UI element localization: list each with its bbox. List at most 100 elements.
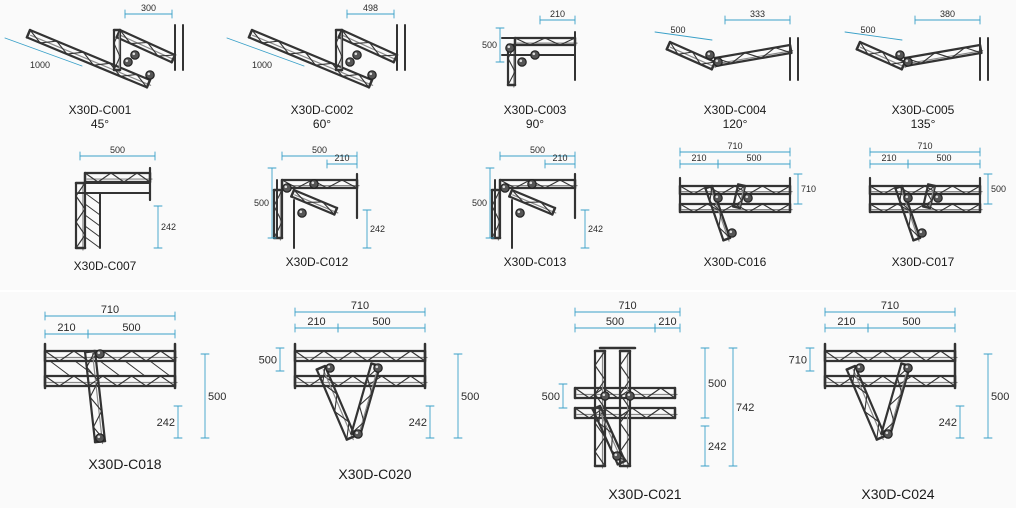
truss-chord — [28, 28, 152, 82]
truss-lacing — [334, 393, 338, 413]
truss-chord — [119, 34, 177, 61]
truss-chord — [903, 43, 982, 60]
truss-lacing — [882, 350, 898, 362]
truss-end — [551, 206, 557, 216]
dimension-label: 500 — [461, 391, 479, 403]
truss-chord — [290, 195, 336, 216]
truss-lacing — [925, 375, 942, 387]
dimension-label: 210 — [658, 316, 676, 328]
truss-chord — [905, 51, 983, 67]
product-angle: 60° — [312, 116, 332, 131]
product-angle: 120° — [722, 116, 748, 131]
truss-lacing — [39, 40, 58, 44]
truss-lacing — [136, 172, 151, 183]
truss-lacing — [75, 221, 86, 236]
truss-lacing — [934, 52, 952, 59]
dimension-label: 333 — [750, 9, 765, 19]
truss-chord — [30, 34, 152, 86]
truss-lacing — [838, 375, 855, 387]
truss-lacing — [899, 185, 903, 202]
truss-lacing — [145, 350, 162, 362]
truss-chord — [713, 43, 792, 60]
dimension-line — [4, 37, 83, 67]
product-code: X30D-C016 — [703, 255, 767, 269]
truss-node — [95, 433, 105, 443]
truss-lacing — [82, 51, 95, 66]
truss-lacing — [89, 380, 99, 398]
dimension-label: 500 — [208, 391, 226, 403]
truss-lacing — [735, 185, 746, 193]
dimension-label: 210 — [881, 153, 896, 163]
dimension-label: 242 — [409, 417, 427, 429]
dimension-label: 500 — [122, 322, 140, 334]
truss-lacing — [774, 47, 792, 54]
dimension-label: 500 — [708, 378, 726, 390]
truss-chord — [704, 187, 725, 242]
truss-end — [704, 184, 714, 190]
product-code: X30D-C024 — [861, 486, 935, 502]
truss-lacing — [315, 62, 333, 66]
truss-lacing — [922, 200, 933, 207]
truss-lacing — [748, 203, 764, 213]
truss-node-highlight — [529, 181, 533, 185]
truss-lacing — [86, 350, 96, 368]
truss-lacing — [775, 185, 791, 195]
truss-lacing — [49, 360, 71, 377]
truss-node — [713, 193, 723, 203]
truss-node-highlight — [97, 435, 101, 439]
truss-node-highlight — [355, 431, 359, 435]
dimension-label: 242 — [161, 222, 176, 232]
truss-chord — [292, 188, 339, 210]
truss-node-highlight — [897, 52, 901, 56]
truss-chord — [323, 364, 357, 438]
truss-lacing — [594, 379, 606, 395]
truss-lacing — [925, 191, 933, 202]
truss-lacing — [129, 41, 149, 45]
truss-lacing — [896, 350, 913, 362]
dimension-label: 500 — [542, 391, 560, 403]
truss-lacing — [718, 211, 722, 228]
truss-lacing — [908, 211, 912, 228]
dimension-label: 1000 — [30, 60, 50, 70]
truss-end — [855, 40, 862, 51]
truss-lacing — [116, 375, 133, 387]
truss-lacing — [278, 40, 290, 55]
product-code: X30D-C007 — [73, 259, 137, 273]
truss-node-highlight — [375, 365, 379, 369]
truss-lacing — [924, 203, 940, 213]
truss-lacing — [951, 203, 967, 213]
truss-lacing — [304, 51, 317, 66]
truss-lacing — [869, 185, 885, 195]
truss-lacing — [619, 379, 631, 395]
truss-chord — [510, 188, 557, 210]
truss-node-highlight — [905, 365, 909, 369]
truss-lacing — [145, 375, 162, 387]
truss-end — [25, 28, 32, 39]
product-code: X30D-C002 — [290, 103, 354, 117]
truss-lacing — [335, 29, 343, 44]
truss-end — [894, 184, 904, 190]
dimension-line — [226, 37, 305, 67]
truss-lacing — [925, 350, 942, 362]
truss-lacing — [867, 51, 884, 55]
truss-lacing — [326, 179, 343, 189]
truss-node — [309, 179, 319, 189]
truss-lacing — [598, 405, 601, 424]
truss-lacing — [358, 73, 370, 88]
truss-lacing — [574, 387, 590, 399]
product-code: X30D-C020 — [338, 466, 412, 482]
dimension-label: 210 — [837, 316, 855, 328]
dimension-label: 1000 — [252, 60, 272, 70]
truss-end — [921, 205, 932, 210]
truss-lacing — [322, 201, 335, 216]
truss-lacing — [75, 208, 86, 223]
